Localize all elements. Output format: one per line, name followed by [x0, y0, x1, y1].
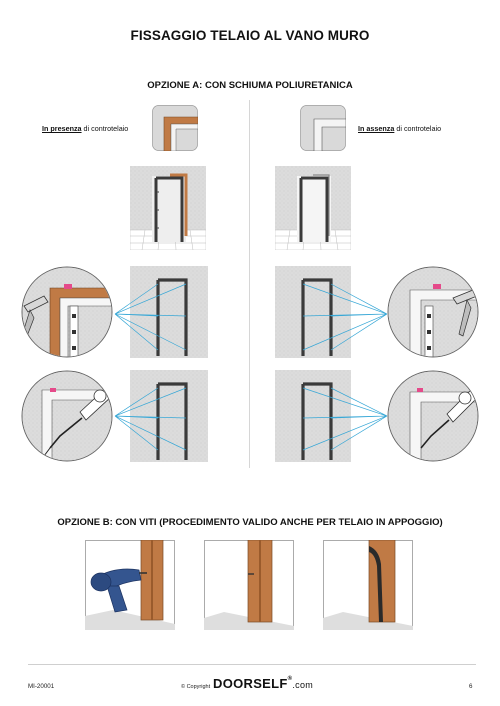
copyright-text: © Copyright: [181, 684, 211, 690]
document-code: MI-20001: [28, 683, 55, 690]
hammer-detail-left: [21, 266, 208, 358]
hammer-detail-right: [275, 266, 479, 358]
option-a-title: OPZIONE A: CON SCHIUMA POLIURETANICA: [147, 80, 353, 91]
corner-detail-with-subframe: [152, 105, 198, 151]
door-install-panel-right: [275, 166, 351, 250]
page-title: FISSAGGIO TELAIO AL VANO MURO: [130, 28, 370, 43]
brand-name: DOORSELF: [213, 676, 288, 691]
presence-rest: di controtelaio: [81, 124, 129, 133]
brand-logo: DOORSELF®.com: [213, 676, 313, 691]
option-a-left-label: In presenza di controtelaio: [42, 124, 128, 133]
brand-registered: ®: [287, 676, 293, 682]
door-install-panel-left: [130, 166, 206, 250]
option-a-right-label: In assenza di controtelaio: [358, 124, 441, 133]
brand-domain: .com: [292, 680, 314, 690]
option-b-title: OPZIONE B: CON VITI (PROCEDIMENTO VALIDO…: [57, 517, 443, 528]
column-divider: [249, 100, 250, 468]
page-number: 6: [469, 683, 473, 690]
foam-detail-left: [21, 370, 208, 462]
screw-step-covered: [323, 540, 413, 630]
corner-detail-without-subframe: [300, 105, 346, 151]
footer-divider: [28, 664, 476, 665]
screw-step-drill: [85, 540, 175, 630]
absence-rest: di controtelaio: [394, 124, 442, 133]
presence-word: In presenza: [42, 124, 82, 133]
foam-detail-right: [275, 370, 479, 462]
absence-word: In assenza: [358, 124, 395, 133]
screw-step-inserted: [204, 540, 294, 630]
